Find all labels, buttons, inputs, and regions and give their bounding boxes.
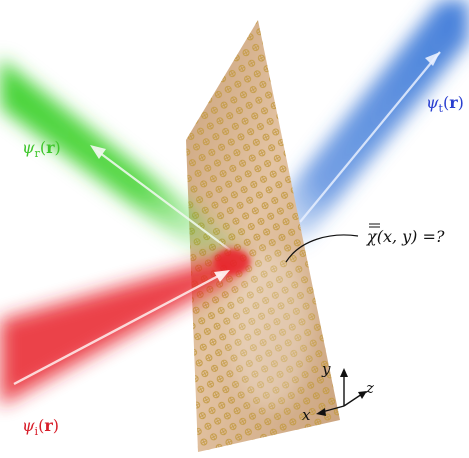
y-axis-head xyxy=(340,368,348,377)
y-axis-label: y xyxy=(321,360,331,378)
reflected-arrow-head xyxy=(90,145,106,159)
x-axis-label: x xyxy=(302,406,311,424)
reflected-arrow-line xyxy=(95,149,231,251)
incident-arrow-head xyxy=(214,270,230,282)
x-axis-head xyxy=(316,408,326,416)
transmitted-arrow-line xyxy=(299,51,441,223)
transmitted-label: ψt(r) xyxy=(426,93,464,115)
coordinate-axes xyxy=(316,368,367,416)
incident-arrow-line xyxy=(13,272,223,386)
z-axis-head xyxy=(358,391,367,399)
incident-label: ψi(r) xyxy=(22,416,59,438)
z-axis-label: z xyxy=(365,379,374,397)
susceptibility-pointer xyxy=(285,234,359,263)
reflected-label: ψr(r) xyxy=(22,138,61,160)
z-axis-line xyxy=(343,393,363,407)
transmitted-arrow-head xyxy=(425,52,440,66)
transmitted-beam xyxy=(272,0,469,246)
susceptibility-label: χ(x, y) =? xyxy=(366,227,445,246)
reflected-beam xyxy=(0,58,244,262)
x-axis-line xyxy=(321,405,345,413)
incident-beam xyxy=(0,249,250,406)
